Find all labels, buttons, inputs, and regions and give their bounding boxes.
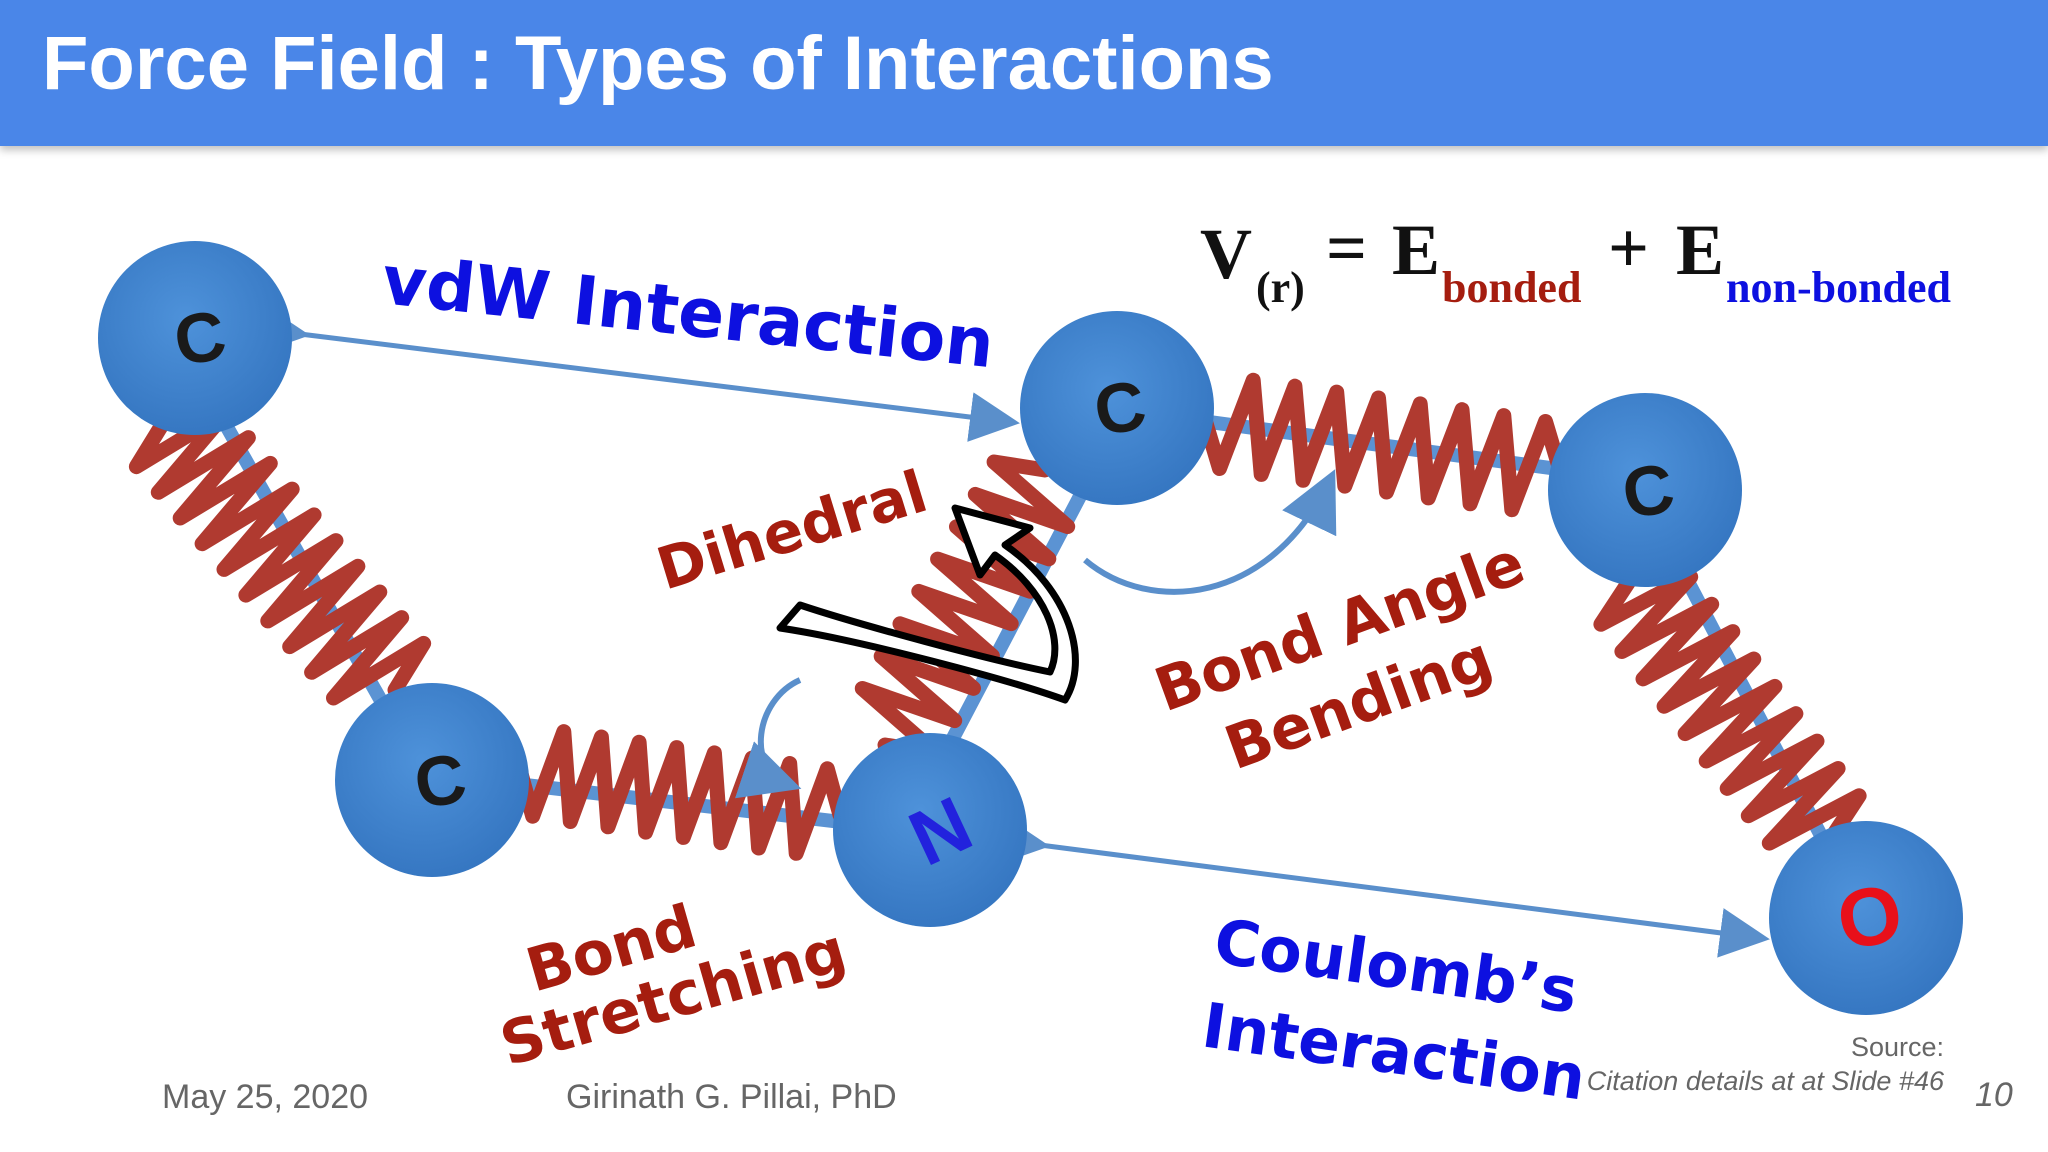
equation: V (r) = E bonded + E non-bonded: [1200, 208, 1951, 312]
dihedral-label: Dihedral: [649, 457, 935, 603]
footer-date: May 25, 2020: [162, 1078, 369, 1116]
svg-text:(r): (r): [1256, 263, 1305, 312]
atoms: C C N C C O: [98, 241, 1963, 1015]
source-label: Source:: [1850, 1032, 1944, 1062]
svg-text:=: =: [1326, 208, 1367, 288]
spring-c4-o: [1593, 569, 1867, 851]
page-number: 10: [1975, 1076, 2013, 1114]
svg-text:non-bonded: non-bonded: [1726, 263, 1951, 312]
spring-c1-c2: [128, 404, 432, 706]
spring-c2-n: [512, 724, 848, 861]
svg-text:V: V: [1200, 214, 1252, 294]
dihedral-arrow: [776, 504, 1079, 704]
vdw-label: vdW Interaction: [378, 241, 998, 384]
citation-text: Citation details at at Slide #46: [1586, 1066, 1944, 1096]
atom-n: N: [833, 733, 1027, 927]
atom-c2: C: [335, 683, 529, 877]
source-note: Source: Citation details at at Slide #46: [1587, 1030, 1944, 1098]
spring-c3-c4: [1197, 372, 1568, 518]
spring-n-c3: [854, 454, 1076, 761]
footer-author: Girinath G. Pillai, PhD: [566, 1078, 897, 1116]
svg-text:+: +: [1608, 208, 1649, 288]
bond-angle-arrow-left: [734, 677, 802, 799]
svg-text:O: O: [1831, 867, 1910, 968]
bond-angle-arrow-right: [1083, 469, 1337, 595]
atom-c4: C: [1548, 393, 1742, 587]
atom-o: O: [1769, 821, 1963, 1015]
atom-c1: C: [98, 241, 292, 435]
atom-c3: C: [1020, 311, 1214, 505]
title-bar: Force Field : Types of Interactions: [0, 0, 2048, 146]
slide-title: Force Field : Types of Interactions: [42, 21, 1274, 106]
svg-text:E: E: [1392, 210, 1440, 290]
svg-text:bonded: bonded: [1442, 263, 1581, 312]
coulomb-arrow: [997, 815, 1770, 958]
vdw-arrow: [257, 304, 1020, 442]
svg-text:E: E: [1676, 210, 1724, 290]
